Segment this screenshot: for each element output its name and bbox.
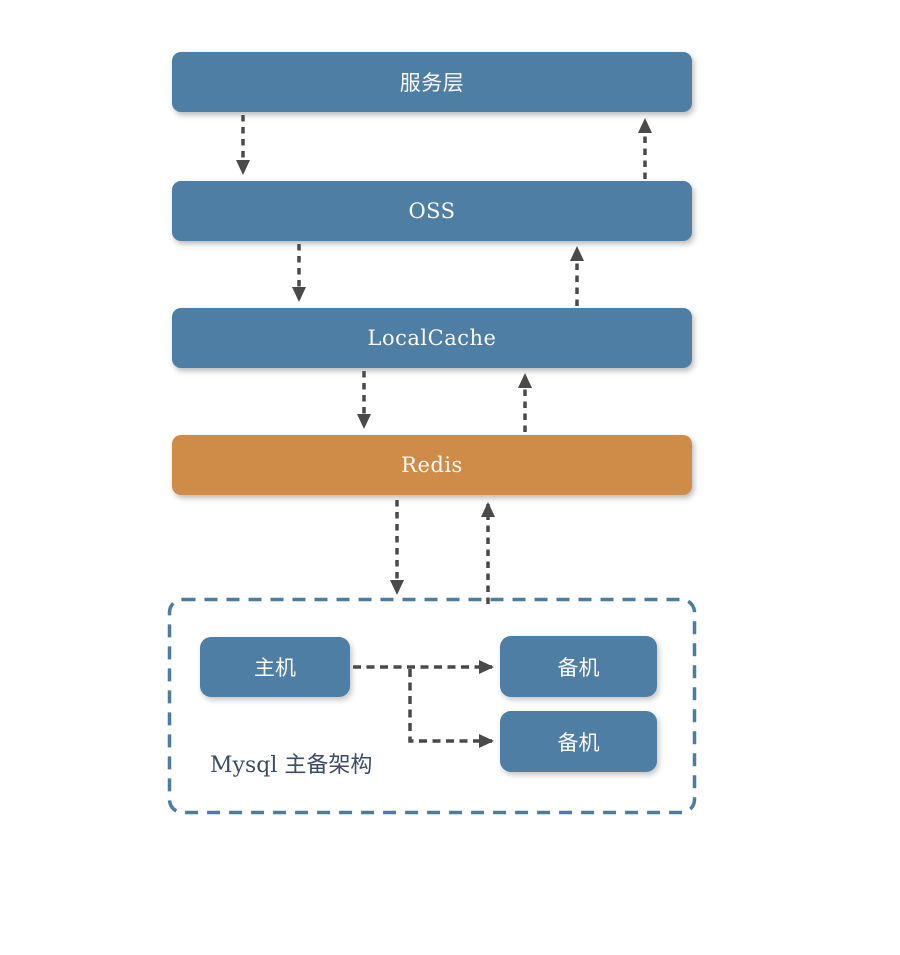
layer-oss: OSS: [172, 181, 692, 241]
layer-localcache-label: LocalCache: [367, 326, 497, 350]
layer-redis: Redis: [172, 435, 692, 495]
mysql-cluster-caption: Mysql 主备架构: [210, 753, 373, 778]
layer-localcache: LocalCache: [172, 308, 692, 368]
mysql-backup1-label: 备机: [557, 655, 600, 680]
layer-service-label: 服务层: [399, 71, 465, 95]
mysql-master-label: 主机: [254, 656, 296, 680]
mysql-backup-node-1: 备机: [500, 636, 657, 697]
layer-redis-label: Redis: [401, 453, 463, 477]
mysql-cluster-border: [167, 597, 697, 815]
arrow-master-to-backup2: [408, 669, 494, 748]
layer-oss-label: OSS: [408, 199, 456, 223]
layer-service: 服务层: [172, 52, 692, 112]
mysql-master-node: 主机: [200, 637, 350, 697]
mysql-backup-node-2: 备机: [500, 711, 657, 772]
mysql-backup2-label: 备机: [557, 730, 600, 755]
